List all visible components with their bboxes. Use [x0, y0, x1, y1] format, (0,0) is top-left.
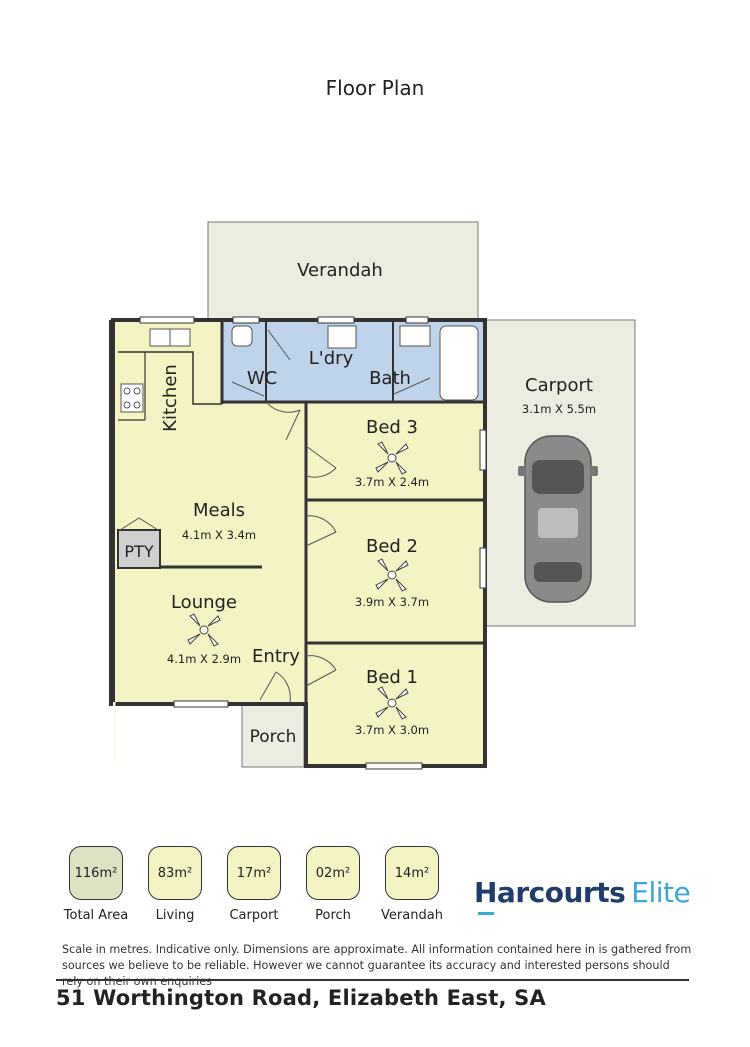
brand-name: Harcourts: [474, 876, 626, 909]
area-carport-value: 17m²: [227, 846, 281, 900]
area-verandah-value: 14m²: [385, 846, 439, 900]
ceiling-fan-icon: [187, 613, 221, 647]
entry-label: Entry: [252, 646, 300, 667]
windows: [139, 316, 487, 770]
bed2-label: Bed 2: [366, 536, 418, 557]
kitchen-label: Kitchen: [160, 364, 181, 432]
area-total-value: 116m²: [69, 846, 123, 900]
footer-divider: [56, 979, 689, 981]
bed1-label: Bed 1: [366, 667, 418, 688]
area-living: 83m² Living: [135, 846, 215, 923]
laundry-tub: [327, 325, 357, 349]
area-carport: 17m² Carport: [214, 846, 294, 923]
ceiling-fan-icon: [375, 558, 409, 592]
property-address: 51 Worthington Road, Elizabeth East, SA: [56, 986, 546, 1010]
area-living-value: 83m²: [148, 846, 202, 900]
lounge-dims: 4.1m X 2.9m: [167, 652, 241, 666]
bath-label: Bath: [369, 368, 411, 389]
pantry-label: PTY: [124, 542, 153, 561]
ceiling-fan-icon: [375, 441, 409, 475]
area-living-label: Living: [155, 908, 195, 923]
ceiling-fan-icon: [375, 686, 409, 720]
bed3-dims: 3.7m X 2.4m: [355, 475, 429, 489]
verandah-label: Verandah: [297, 260, 383, 281]
area-verandah-label: Verandah: [381, 908, 443, 923]
brand-suffix: Elite: [631, 876, 691, 909]
area-porch: 02m² Porch: [293, 846, 373, 923]
area-porch-value: 02m²: [306, 846, 360, 900]
plan-title: Floor Plan: [325, 76, 425, 100]
kitchen-bench: [118, 351, 222, 405]
disclaimer: Scale in metres. Indicative only. Dimens…: [62, 943, 692, 988]
pantry-door: [119, 517, 159, 531]
car-icon: [518, 435, 598, 603]
area-porch-label: Porch: [315, 908, 351, 923]
carport-label: Carport: [525, 375, 593, 396]
verandah-area: [207, 221, 479, 320]
bathtub: [439, 325, 479, 401]
porch-label: Porch: [250, 727, 297, 747]
wc-label: WC: [247, 368, 277, 389]
bed2-dims: 3.9m X 3.7m: [355, 595, 429, 609]
laundry-label: L'dry: [309, 348, 354, 369]
toilet: [231, 325, 253, 347]
area-verandah: 14m² Verandah: [372, 846, 452, 923]
bed1-dims: 3.7m X 3.0m: [355, 723, 429, 737]
floor-plan: Verandah Carport 3.1m X 5.5m Kitchen WC …: [109, 221, 636, 770]
cooktop: [120, 383, 144, 413]
bed3-label: Bed 3: [366, 417, 418, 438]
meals-dims: 4.1m X 3.4m: [182, 528, 256, 542]
meals-label: Meals: [193, 500, 245, 521]
area-total-label: Total Area: [63, 908, 129, 923]
area-carport-label: Carport: [229, 908, 279, 923]
area-total: 116m² Total Area: [56, 846, 136, 923]
basin: [399, 325, 431, 347]
lounge-label: Lounge: [171, 592, 237, 613]
brand-accent-line: [478, 912, 494, 915]
carport-dims: 3.1m X 5.5m: [522, 402, 596, 416]
pantry-fill: [117, 529, 161, 569]
